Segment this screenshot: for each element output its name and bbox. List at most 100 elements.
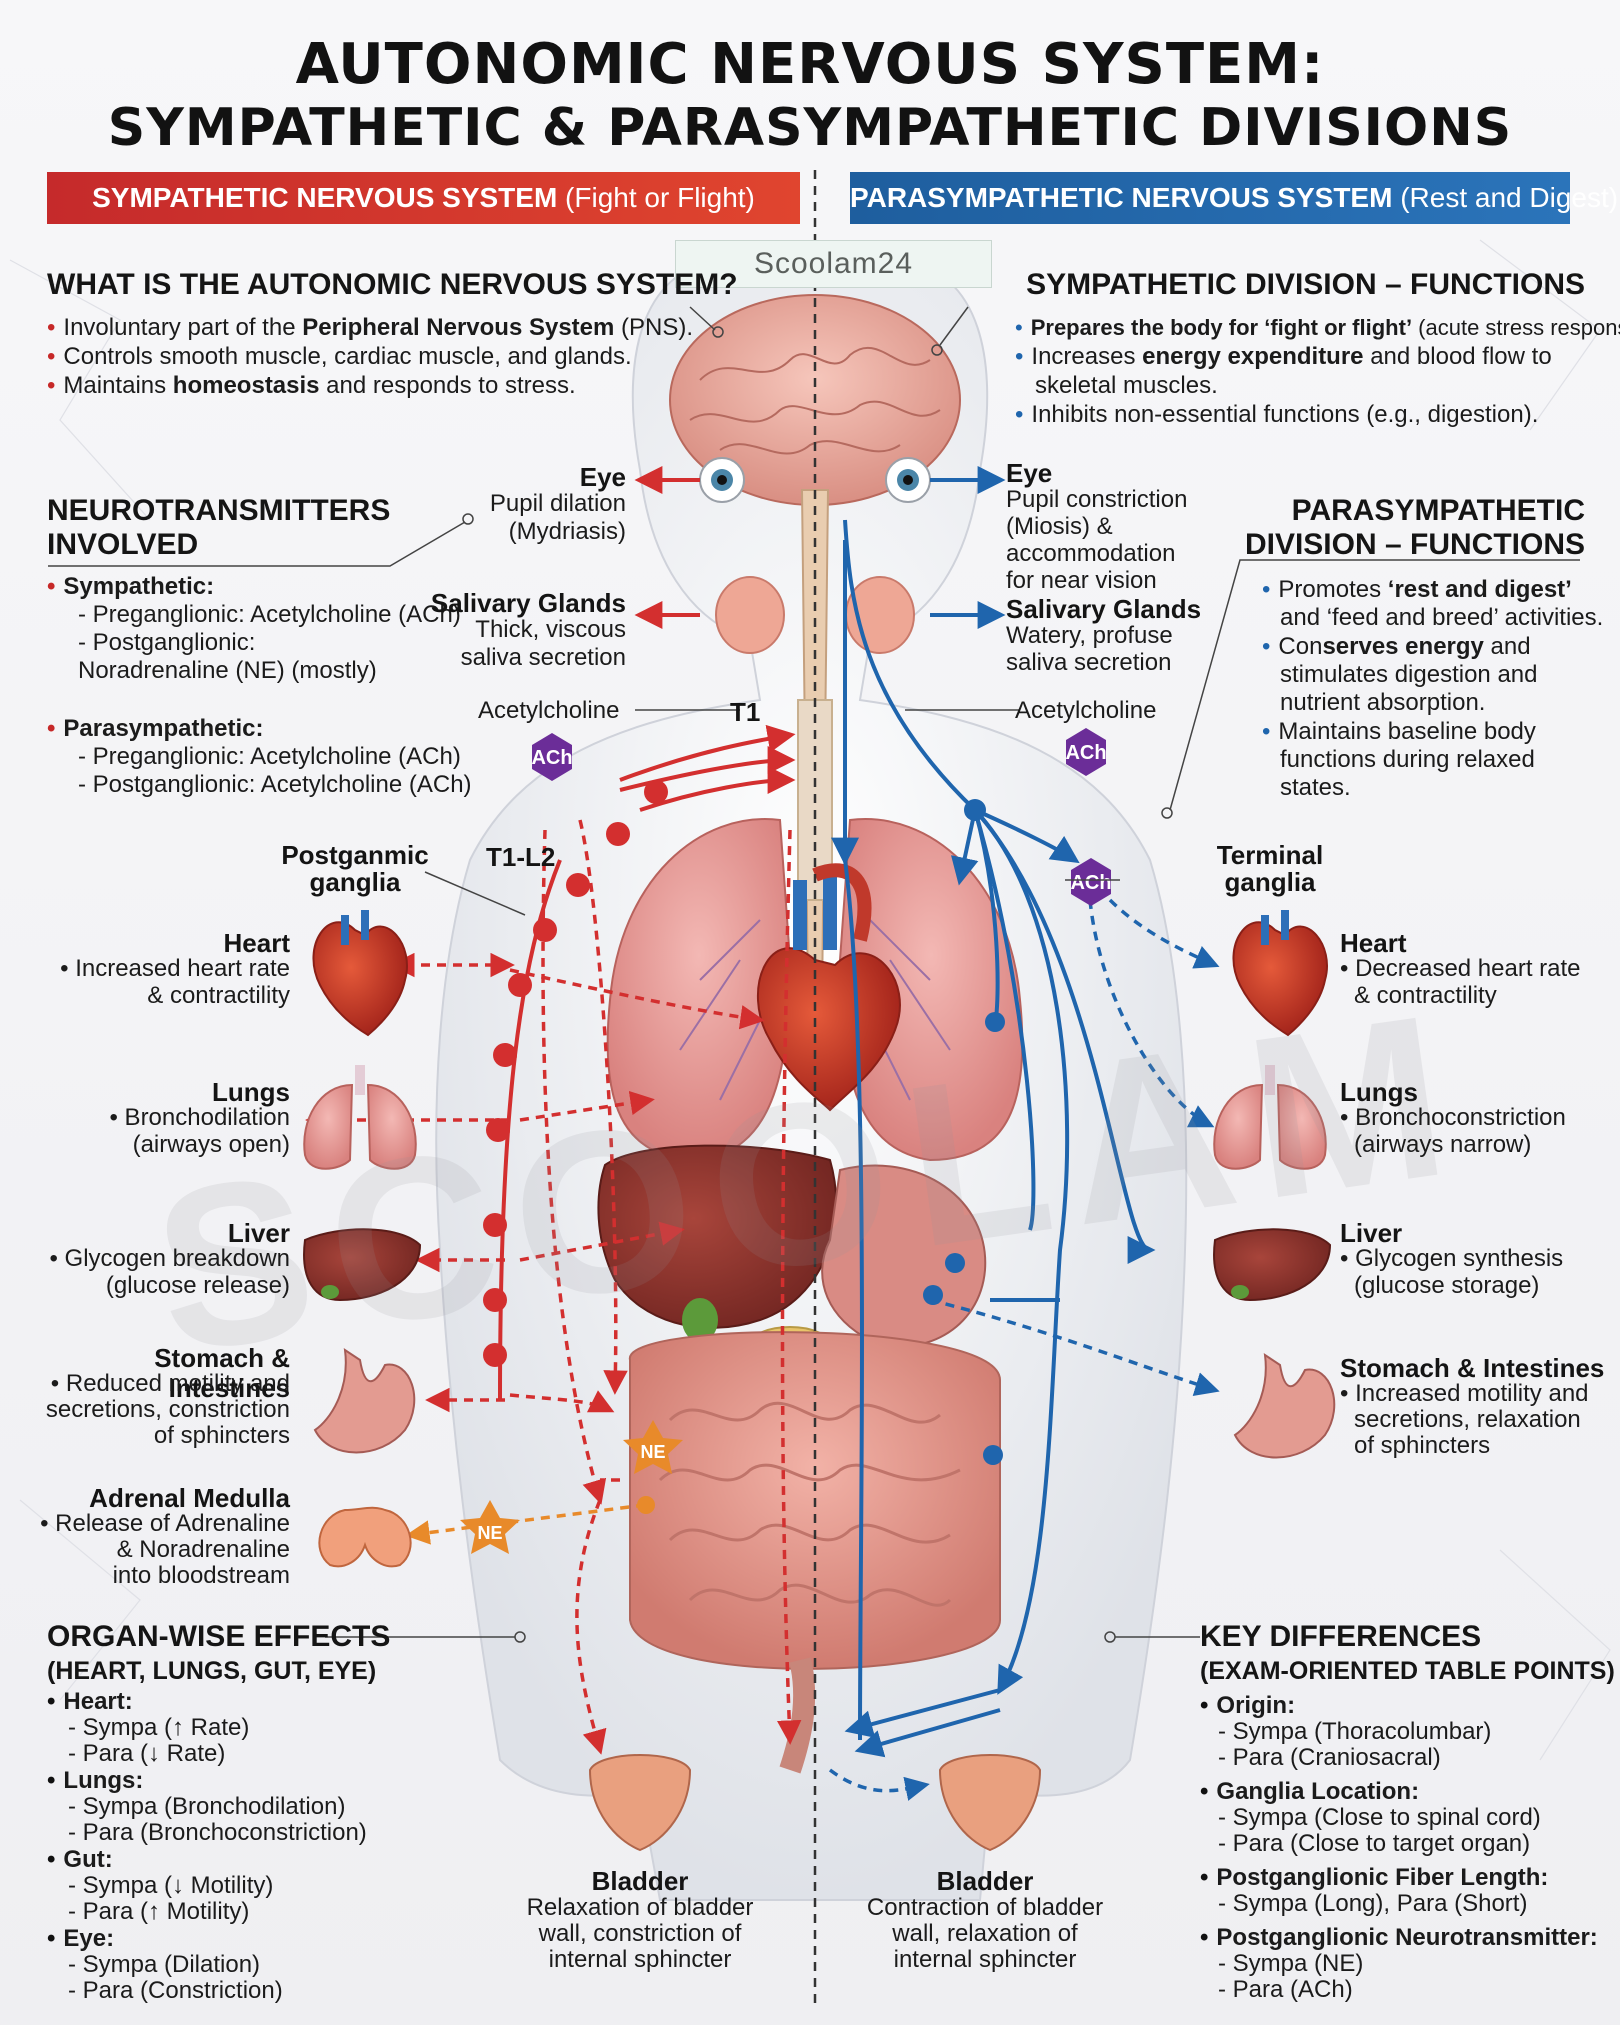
adrenal-line-2: & Noradrenaline [116,1536,290,1563]
symp-lungs-title: Lungs [212,1077,290,1107]
kd-ganglia-p: - Para (Close to target organ) [1218,1830,1531,1857]
adrenal-line-1: • Release of Adrenaline [40,1510,290,1537]
watermark-tag: Scoolam24 [675,240,992,288]
para-function-3-line3: states. [1280,774,1351,801]
oe-eye: Eye: [47,1925,114,1953]
symp-heart-title: Heart [223,928,290,958]
stomach-icon-right [1233,1352,1336,1459]
symp-eye-line-1: Pupil dilation [489,490,626,517]
lungs-icon-left [303,1065,417,1170]
para-stomach-line-1: • Increased motility and [1340,1380,1589,1407]
symp-bladder-line-3: internal sphincter [548,1946,732,1973]
para-liver-line-2: (glucose storage) [1354,1272,1540,1299]
ach-badge-right: ACh [1065,728,1107,776]
what-is-bullet-3: Maintains homeostasis and responds to st… [47,372,575,400]
symp-heart-line-1: • Increased heart rate [60,955,290,982]
para-bladder-line-3: internal sphincter [893,1946,1077,1973]
kd-origin-s: - Sympa (Thoracolumbar) [1218,1718,1492,1745]
symp-acetylcholine-label: Acetylcholine [478,697,620,724]
kd-ganglia: Ganglia Location: [1200,1778,1419,1806]
para-bladder-line-1: Contraction of bladder [866,1894,1104,1921]
kd-nt: Postganglionic Neurotransmitter: [1200,1924,1597,1952]
left-lung [606,818,792,1162]
svg-text:ACh: ACh [531,747,572,769]
leader-lines [48,306,1580,1643]
gallbladder [682,1298,718,1342]
para-acetylcholine-label: Acetylcholine [1015,697,1157,724]
symp-stomach-line-2: secretions, constriction [45,1396,290,1423]
heart-icon-right [1232,910,1328,1037]
para-stomach-line-2: secretions, relaxation [1354,1406,1581,1433]
para-bladder-title: Bladder [936,1866,1034,1896]
symp-liver-line-1: • Glycogen breakdown [49,1245,290,1272]
para-bladder-line-2: wall, relaxation of [892,1920,1078,1947]
svg-text:ACh: ACh [1070,872,1111,894]
para-liver-title: Liver [1340,1218,1403,1248]
symp-bladder-line-2: wall, constriction of [538,1920,742,1947]
parasympathetic-pathways [831,466,1156,1758]
symp-bladder-line-1: Relaxation of bladder [526,1894,754,1921]
oe-lungs-s: - Sympa (Bronchodilation) [68,1793,346,1820]
what-is-bullet-1: Involuntary part of the Peripheral Nervo… [47,314,693,342]
heart-icon-left [312,910,408,1037]
para-functions-heading-1: PARASYMPATHETIC [1291,494,1585,527]
kd-fiber-v: - Sympa (Long), Para (Short) [1218,1890,1528,1917]
postganglionic-ganglia-label-1: Postganmic [281,840,429,870]
svg-text:NE: NE [640,1442,665,1462]
symp-functions-heading: SYMPATHETIC DIVISION – FUNCTIONS [1026,268,1585,301]
para-eye-line-4: for near vision [1006,567,1157,594]
para-heart-line-1: • Decreased heart rate [1340,955,1581,982]
sympathetic-ganglia-dots [483,780,668,1367]
oe-gut-s: - Sympa (↓ Motility) [68,1872,274,1899]
para-liver-line-1: • Glycogen synthesis [1340,1245,1564,1272]
symp-heart-line-2: & contractility [147,982,290,1009]
svg-text:ACh: ACh [1065,742,1106,764]
title-line-1: AUTONOMIC NERVOUS SYSTEM: [295,32,1325,97]
oe-gut: Gut: [47,1846,112,1874]
symp-function-1: Prepares the body for ‘fight or flight’ … [1015,314,1620,342]
para-eye-title: Eye [1006,458,1053,488]
symp-eye-title: Eye [579,462,626,492]
key-diff-heading-1: KEY DIFFERENCES [1200,1620,1482,1653]
t1-label: T1 [730,697,761,727]
para-function-2: Conserves energy and [1262,633,1530,661]
kd-nt-s: - Sympa (NE) [1218,1950,1364,1977]
nt-symp-pre: - Preganglionic: Acetylcholine (ACh) [78,601,461,628]
terminal-ganglia-label-1: Terminal [1216,840,1324,870]
heart [756,947,901,1112]
para-function-3: Maintains baseline body [1262,718,1536,746]
symp-lungs-line-1: • Bronchodilation [109,1104,290,1131]
kd-origin: Origin: [1200,1692,1295,1720]
nt-symp-post-2: Noradrenaline (NE) (mostly) [78,657,377,684]
t1-l2-label: T1-L2 [486,842,556,872]
symp-lungs-line-2: (airways open) [132,1131,290,1158]
para-heart-line-2: & contractility [1354,982,1497,1009]
liver [597,1144,838,1329]
what-is-bullet-2: Controls smooth muscle, cardiac muscle, … [47,343,631,371]
parasympathetic-banner: PARASYMPATHETIC NERVOUS SYSTEM (Rest and… [850,172,1618,224]
symp-stomach-line-1: • Reduced motility and [50,1370,290,1397]
oe-eye-s: - Sympa (Dilation) [68,1951,261,1978]
oe-eye-p: - Para (Constriction) [68,1977,283,2004]
nt-para-post: - Postganglionic: Acetylcholine (ACh) [78,771,472,798]
colon-descending [779,1657,816,1774]
para-lungs-line-2: (airways narrow) [1354,1131,1532,1158]
lungs-icon-right [1213,1065,1327,1170]
para-stomach-title: Stomach & Intestines [1340,1353,1605,1383]
symp-liver-line-2: (glucose release) [105,1272,290,1299]
para-eye-line-3: accommodation [1006,540,1176,567]
symp-bladder-title: Bladder [591,1866,689,1896]
oe-lungs: Lungs: [47,1767,143,1795]
symp-function-2-line2: skeletal muscles. [1035,372,1218,399]
symp-salivary-line-1: Thick, viscous [475,616,626,643]
what-is-ans-heading: WHAT IS THE AUTONOMIC NERVOUS SYSTEM? [47,268,738,301]
symp-liver-title: Liver [227,1218,290,1248]
ne-star-gut: NE [623,1420,683,1474]
liver-icon-right [1213,1228,1332,1302]
nt-sympathetic-label: Sympathetic: [47,573,214,601]
para-salivary-line-2: saliva secretion [1006,649,1172,676]
oe-gut-p: - Para (↑ Motility) [68,1898,250,1925]
kd-nt-p: - Para (ACh) [1218,1976,1353,2003]
stomach-icon-left [313,1347,416,1454]
adrenal-pathway [405,1503,646,1545]
